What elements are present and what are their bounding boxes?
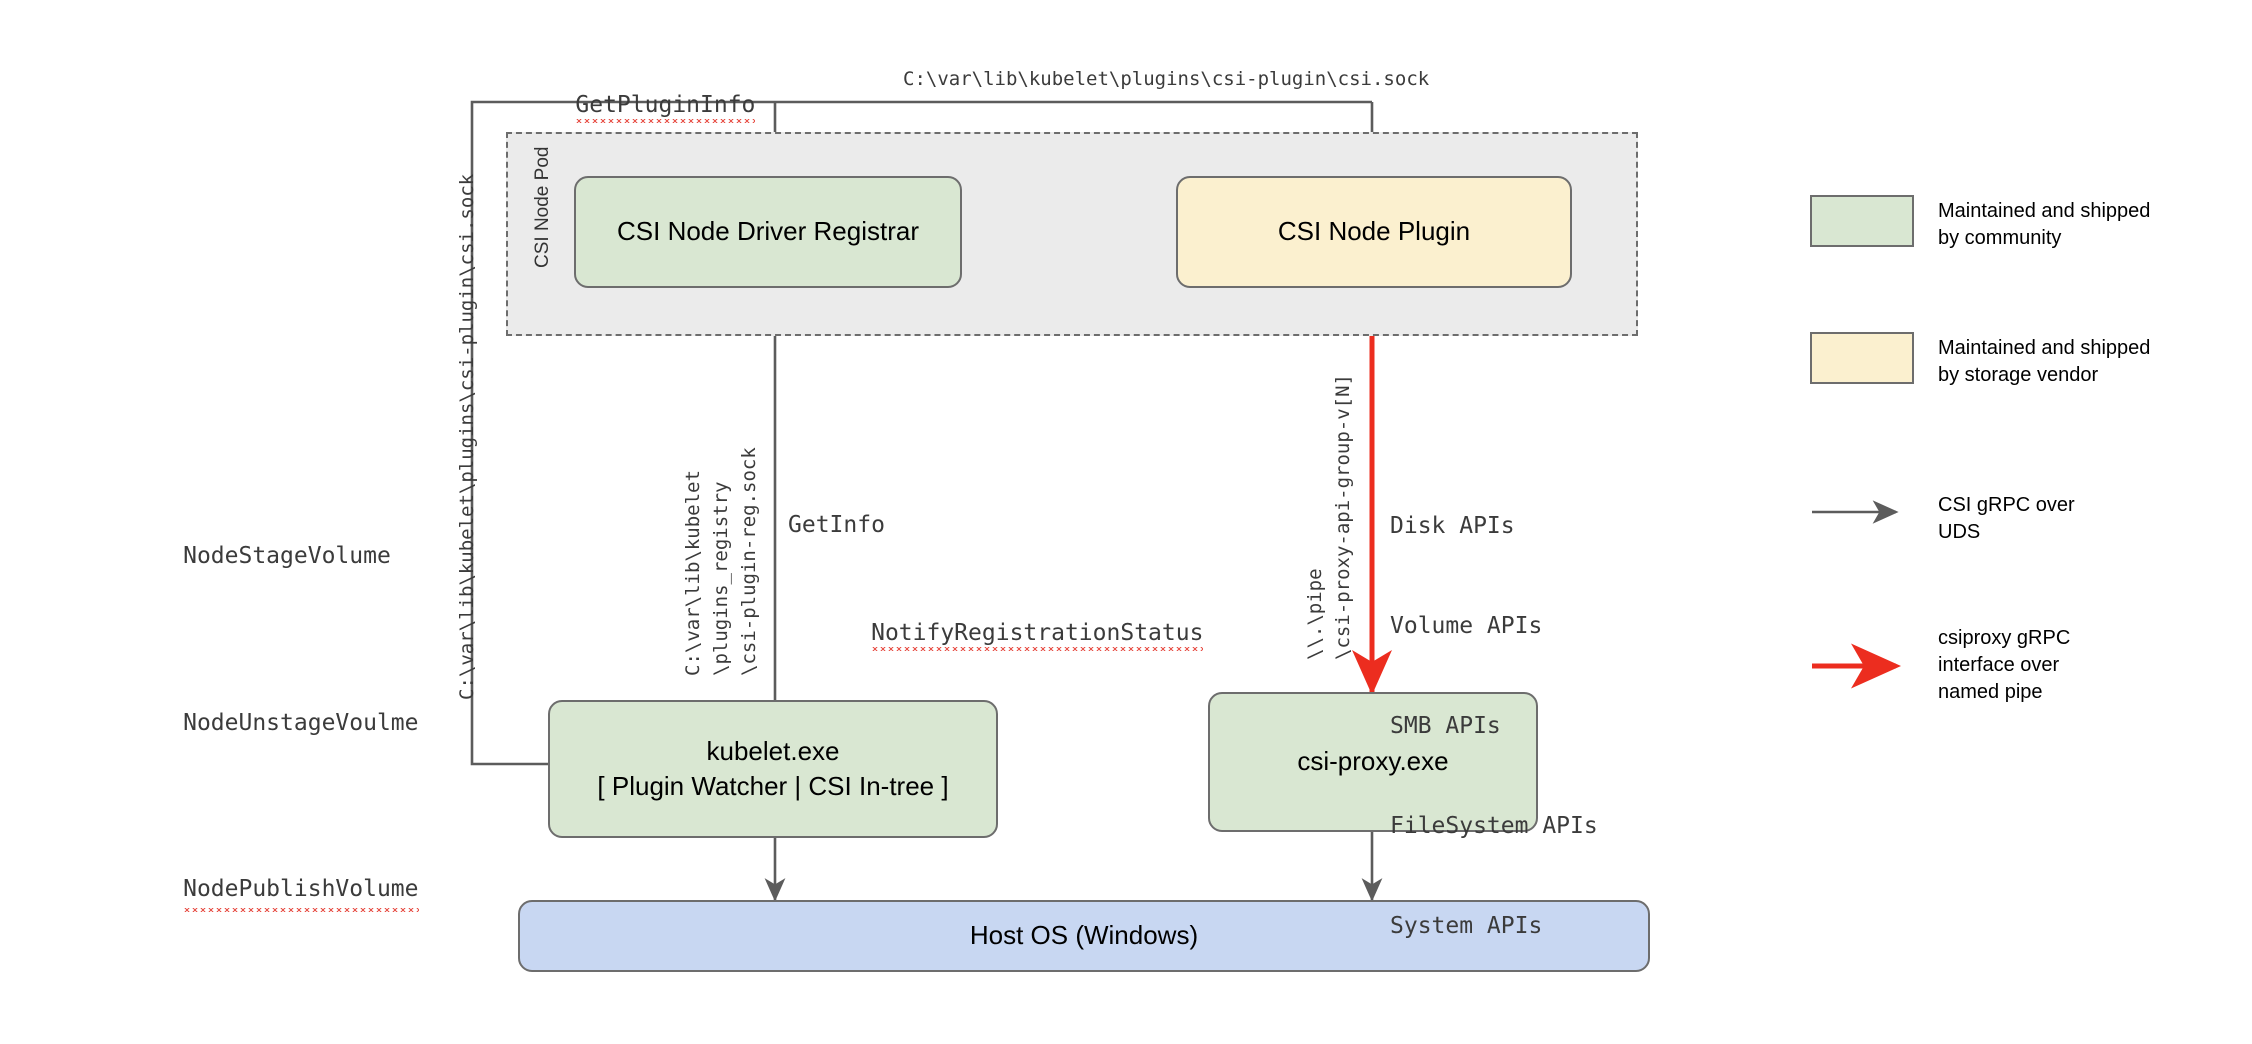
csi-proxy-api-item: System APIs xyxy=(1390,912,1543,939)
csi-proxy-api-item: Volume APIs xyxy=(1390,612,1543,639)
label-named-pipe-line-1: \\.\pipe xyxy=(1304,568,1326,660)
node-service-api-list: NodeStageVolume NodeUnstageVoulme NodePu… xyxy=(100,440,419,1044)
label-get-plugin-info-text: GetPluginInfo xyxy=(575,92,756,123)
legend-swatch-community xyxy=(1810,195,1914,247)
node-csi-node-plugin-label: CSI Node Plugin xyxy=(1277,216,1471,247)
label-getinfo: GetInfo xyxy=(788,512,885,538)
legend-label-csi-grpc-uds-line1: CSI gRPC over xyxy=(1938,494,2075,516)
legend-swatch-vendor xyxy=(1810,332,1914,384)
label-named-pipe-line-2: \csi-proxy-api-group-v[N] xyxy=(1332,374,1354,660)
label-registration-calls: GetInfo NotifyRegistrationStatus xyxy=(788,460,1204,729)
node-host-os[interactable]: Host OS (Windows) xyxy=(518,900,1650,972)
csi-proxy-api-item: Disk APIs xyxy=(1390,512,1515,539)
node-service-api-item: NodePublishVolume xyxy=(100,840,419,945)
label-reg-sock-line-3: \csi-plugin-reg.sock xyxy=(738,447,760,676)
csi-proxy-api-item: FileSystem APIs xyxy=(1390,812,1598,839)
node-csi-proxy-exe-label: csi-proxy.exe xyxy=(1297,746,1449,777)
label-reg-sock-line-2: \plugins_registry xyxy=(710,481,732,676)
node-service-api-item: NodeStageVolume xyxy=(100,507,391,607)
legend-label-vendor-line2: by storage vendor xyxy=(1938,364,2099,386)
csi-proxy-api-item: SMB APIs xyxy=(1390,712,1501,739)
node-csi-proxy-exe[interactable]: csi-proxy.exe xyxy=(1208,692,1538,832)
legend-label-vendor-line1: Maintained and shipped xyxy=(1938,337,2151,359)
legend-label-community-line1: Maintained and shipped xyxy=(1938,200,2151,222)
legend-label-csi-grpc-uds: CSI gRPC over UDS xyxy=(1938,492,2198,546)
node-service-api-item: NodeUnstageVoulme xyxy=(100,673,418,773)
csi-proxy-api-list: Disk APIs Volume APIs SMB APIs FileSyste… xyxy=(1390,443,1598,1010)
legend-label-csi-grpc-uds-line2: UDS xyxy=(1938,521,1981,543)
node-kubelet-exe[interactable]: kubelet.exe [ Plugin Watcher | CSI In-tr… xyxy=(548,700,998,838)
node-kubelet-exe-label: kubelet.exe xyxy=(706,735,840,766)
label-get-plugin-info: GetPluginInfo xyxy=(520,66,756,149)
legend-label-community-line2: by community xyxy=(1938,227,2062,249)
label-notifyregistrationstatus: NotifyRegistrationStatus xyxy=(788,594,1204,677)
node-csi-node-driver-registrar-label: CSI Node Driver Registrar xyxy=(617,216,919,247)
legend-label-csiproxy-named-pipe-line1: csiproxy gRPC xyxy=(1938,627,2071,649)
legend-label-csiproxy-named-pipe: csiproxy gRPC interface over named pipe xyxy=(1938,625,2198,706)
node-service-api-label: NodeStageVolume xyxy=(183,543,391,570)
node-service-api-item: NodeUnpublishVolume xyxy=(100,1012,390,1044)
node-service-api-label: NodeUnstageVoulme xyxy=(183,709,419,736)
legend-label-vendor: Maintained and shipped by storage vendor xyxy=(1938,335,2198,389)
node-service-api-label: NodePublishVolume xyxy=(183,873,419,911)
node-csi-node-driver-registrar[interactable]: CSI Node Driver Registrar xyxy=(574,176,962,288)
label-csi-sock-path-vertical: C:\var\lib\kubelet\plugins\csi-plugin\cs… xyxy=(456,173,478,700)
label-csi-sock-path-top: C:\var\lib\kubelet\plugins\csi-plugin\cs… xyxy=(903,68,1430,90)
node-host-os-label: Host OS (Windows) xyxy=(969,920,1199,951)
label-notifyregistrationstatus-text: NotifyRegistrationStatus xyxy=(871,620,1204,651)
csi-node-pod-label: CSI Node Pod xyxy=(532,146,553,268)
node-csi-node-plugin[interactable]: CSI Node Plugin xyxy=(1176,176,1572,288)
legend-label-csiproxy-named-pipe-line2: interface over xyxy=(1938,654,2060,676)
legend-label-csiproxy-named-pipe-line3: named pipe xyxy=(1938,681,2043,703)
label-reg-sock-line-1: C:\var\lib\kubelet xyxy=(682,470,704,676)
node-kubelet-exe-sublabel: [ Plugin Watcher | CSI In-tree ] xyxy=(597,771,949,801)
legend-label-community: Maintained and shipped by community xyxy=(1938,198,2198,252)
